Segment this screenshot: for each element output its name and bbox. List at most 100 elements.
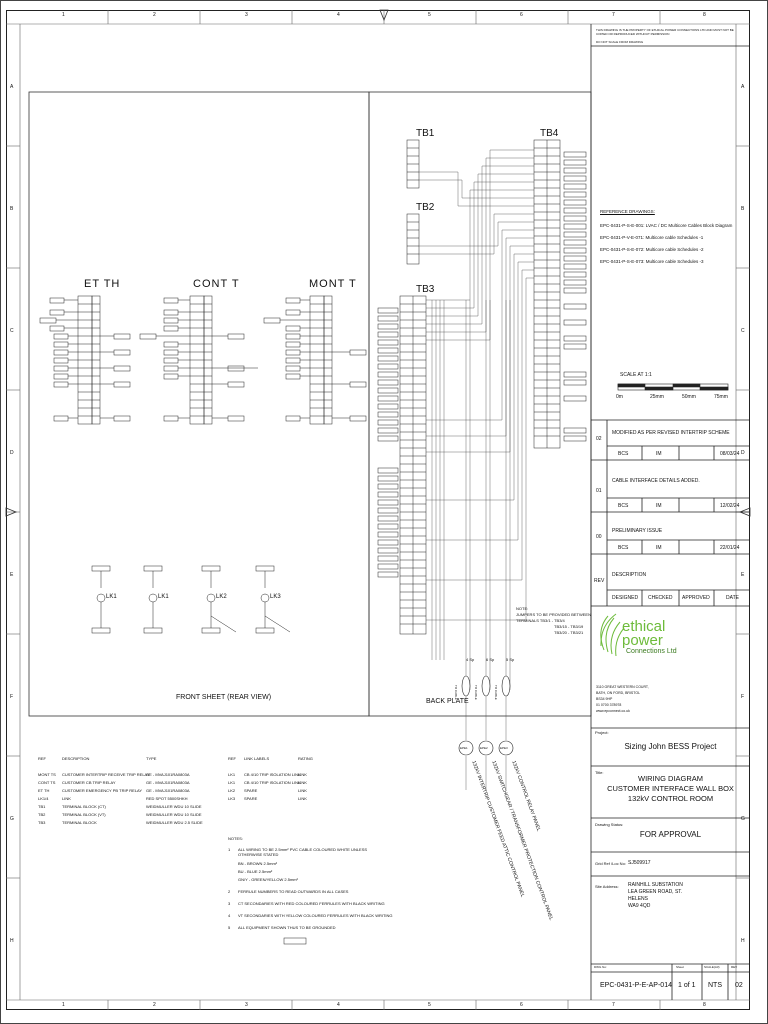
note-item: 3 CT SECONDARIES WITH RED COLOURED FERRU… xyxy=(228,901,385,913)
revision-description: PRELIMINARY ISSUE xyxy=(612,528,663,534)
drawing-title: WIRING DIAGRAM CUSTOMER INTERFACE WALL B… xyxy=(591,774,750,804)
revision-number: 01 xyxy=(596,488,602,494)
note-number: 4 xyxy=(228,913,231,918)
revision-description: MODIFIED AS PER REVISED INTERTRIP SCHEME xyxy=(612,430,730,436)
scale-value: NTS xyxy=(708,982,722,989)
back-plate-label: BACK PLATE xyxy=(426,698,469,705)
scale-tick: 0m xyxy=(616,394,623,400)
company-name-line: Connections Ltd xyxy=(626,648,677,655)
reference-item[interactable]: EPC-0431-P-V-E-071: Multicore cable Sche… xyxy=(600,235,704,240)
sheet-label: Sheet xyxy=(676,965,684,969)
reference-item[interactable]: EPC-0431-P-S-E-073: Multicore cable Sche… xyxy=(600,259,704,264)
link-ref: LK3 xyxy=(228,796,236,801)
column-label: 6 xyxy=(520,12,523,18)
reference-item[interactable]: EPC-0431-P-S-E-072: Multicore cable Sche… xyxy=(600,247,704,252)
address-line: www.epconnect.co.uk xyxy=(596,709,630,713)
column-label: 1 xyxy=(62,1002,65,1008)
column-label: 5 xyxy=(428,1002,431,1008)
note-title: NOTE: xyxy=(516,606,529,611)
note-number: 1 xyxy=(228,847,231,852)
note-item: 1 ALL WIRING TO BE 2.5mm² PVC CABLE COLO… xyxy=(228,847,368,861)
note-number: 2 xyxy=(228,889,231,894)
title-line: 132kV CONTROL ROOM xyxy=(627,794,714,803)
legend-ref: CONT TS xyxy=(38,780,56,785)
legend-header: TYPE xyxy=(146,756,157,761)
revision-checked: IM xyxy=(656,545,662,551)
cable-tag: TO CABLE xyxy=(474,685,478,700)
links-header: LINK LABELS xyxy=(244,756,270,761)
scale-tick: 50mm xyxy=(682,394,696,400)
terminal-label-tb3: TB3 xyxy=(416,284,435,295)
revision-designed: BCS xyxy=(618,545,629,551)
site-address-line: LEA GREEN ROAD, ST. xyxy=(628,889,683,895)
notes-title: NOTES: xyxy=(228,836,243,841)
column-label: 3 xyxy=(245,1002,248,1008)
address-line: BATH, ON FORD, BRISTOL xyxy=(596,691,641,695)
row-label: C xyxy=(741,328,745,334)
legend-description: CUSTOMER INTERTRIP RECEIVE TRIP RELAY xyxy=(62,772,150,777)
column-label: 6 xyxy=(520,1002,523,1008)
logo-mark xyxy=(600,613,625,657)
header-notes: THIS DRAWING IS THE PROPERTY OF ETHICAL … xyxy=(596,28,746,44)
site-address-line: RAINHILL SUBSTATION xyxy=(628,882,683,888)
note-line: TB3/20 - TB3/21 xyxy=(554,630,584,635)
row-label: C xyxy=(10,328,14,334)
legend-type: RED SPOT 5500SHKH xyxy=(146,796,188,801)
legend-description: TERMINAL BLOCK (CT) xyxy=(62,804,106,809)
note-item: 4 VT SECONDARIES WITH YELLOW COLOURED FE… xyxy=(228,913,393,925)
dwg-no-label: DWG No: xyxy=(594,965,607,969)
link-label: LK1 xyxy=(158,594,169,600)
column-label: 7 xyxy=(612,12,615,18)
reference-item[interactable]: EPC-0431-P-S-E-001: LVAC / DC Multicore … xyxy=(600,223,733,228)
drawing-number: EPC-0431-P-E-AP-014 xyxy=(600,982,672,989)
link-label: LK1 xyxy=(106,594,117,600)
cable-tag: TO CABLE xyxy=(454,685,458,700)
site-address-line: WA9 4QD xyxy=(628,903,651,909)
rev-value: 02 xyxy=(735,982,743,989)
note-line: JUMPERS TO BE PROVIDED BETWEEN xyxy=(516,612,591,617)
note-item: BU - BLUE 2.5mm² xyxy=(228,869,368,877)
column-label: 8 xyxy=(703,12,706,18)
legend-type: WEIDMULLER WDU 10 SLIDE xyxy=(146,812,202,817)
legend-ref: TB3 xyxy=(38,820,46,825)
site-label: Site Address: xyxy=(595,884,619,889)
legend-type: GE - MVAJ101RA0803A xyxy=(146,780,190,785)
terminal-label-tb2: TB2 xyxy=(416,202,435,213)
row-label: B xyxy=(741,206,745,212)
link-rating: LINK xyxy=(298,772,307,777)
company-name-line: ethical xyxy=(622,618,666,635)
row-label: B xyxy=(10,206,14,212)
note-item: GN/Y - GREEN/YELLOW 2.5mm² xyxy=(228,877,368,889)
project-name: Sizing John BESS Project xyxy=(624,742,717,751)
scale-tick: 25mm xyxy=(650,394,664,400)
legend-type: GE - MVAJ101RA0803A xyxy=(146,788,190,793)
revision-checked: IM xyxy=(656,503,662,509)
link-label: LK3 xyxy=(270,594,281,600)
cable-circle-tag: EPE2 xyxy=(480,746,488,750)
links-header: REF xyxy=(228,756,236,761)
note-item: 2 FERRULE NUMBERS TO READ OUTWARDS IN AL… xyxy=(228,889,368,901)
relay-label-cont: CONT T xyxy=(193,278,240,290)
legend-type: GE - MVAJ101RA0803A xyxy=(146,772,190,777)
status-label: Drawing Status: xyxy=(595,822,624,827)
revision-number: 02 xyxy=(596,436,602,442)
legend-description: LINK xyxy=(62,796,71,801)
legend-header: DESCRIPTION xyxy=(62,756,90,761)
terminal-label-tb4: TB4 xyxy=(540,128,559,139)
link-rating: LINK xyxy=(298,788,307,793)
revision-date: 08/03/24 xyxy=(720,451,740,457)
relay-label-et: ET TH xyxy=(84,278,121,290)
row-label: G xyxy=(10,816,14,822)
legend-description: CUSTOMER CB TRIP RELAY xyxy=(62,780,116,785)
note-number: 5 xyxy=(228,925,231,930)
note-line: TERMINALS TB3/1 - TB3/4 xyxy=(516,618,565,623)
note-text: GN/Y - GREEN/YELLOW 2.5mm² xyxy=(238,877,298,882)
link-ref: LK1 xyxy=(228,772,236,777)
legend-type: WEIDMULLER WDU 10 SLIDE xyxy=(146,804,202,809)
rev-label: REV xyxy=(731,965,738,969)
legend-header: REF xyxy=(38,756,46,761)
note-text: VT SECONDARIES WITH YELLOW COLOURED FERR… xyxy=(238,913,393,918)
row-label: A xyxy=(741,84,745,90)
link-desc: CB 4/10 TRIP ISOLATION LINK xyxy=(244,780,301,785)
jumper-note: NOTE: JUMPERS TO BE PROVIDED BETWEEN TER… xyxy=(516,606,591,636)
